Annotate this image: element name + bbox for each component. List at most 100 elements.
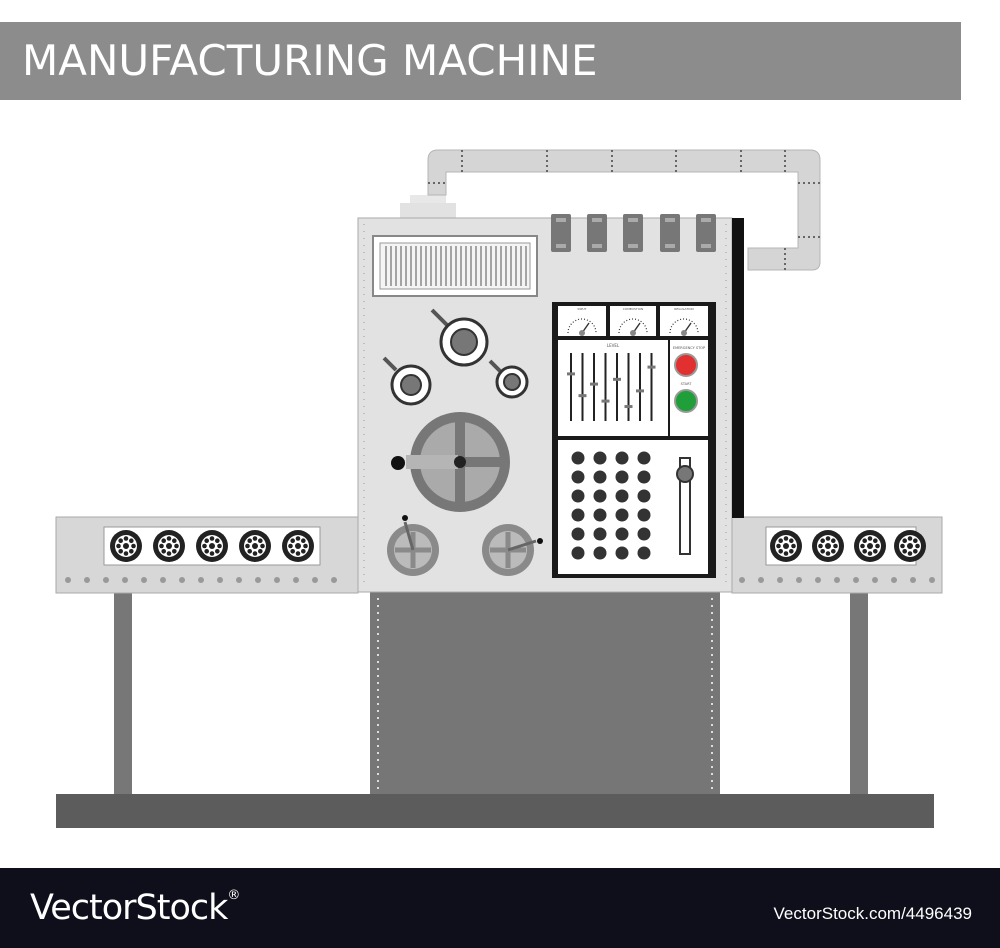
keypad-button — [571, 546, 585, 560]
keypad-button — [615, 527, 629, 541]
rivet — [84, 577, 90, 583]
keypad-button — [637, 546, 651, 560]
footer-bar — [0, 868, 1000, 948]
right-conveyor — [731, 516, 943, 594]
footer-brand-name: VectorStock — [30, 888, 228, 928]
keypad-buttons — [571, 451, 651, 560]
left-conveyor — [55, 516, 359, 594]
control-wheel — [391, 412, 510, 512]
gear-icon — [854, 530, 886, 562]
keypad-button — [615, 508, 629, 522]
gauge-scale — [669, 318, 699, 334]
keypad-button — [571, 527, 585, 541]
gauge-combustion-label: COMBUSTION — [623, 307, 644, 311]
level-sliders — [567, 353, 656, 421]
vertical-slider-track — [679, 457, 691, 555]
rivet — [103, 577, 109, 583]
keypad-button — [615, 470, 629, 484]
small-wheel-right — [482, 524, 543, 576]
keypad-button — [593, 470, 607, 484]
level-label: LEVEL — [607, 343, 620, 348]
gauge-input-label: INPUT — [578, 307, 587, 311]
keypad-button — [615, 546, 629, 560]
keypad-button — [571, 470, 585, 484]
gear-icon — [196, 530, 228, 562]
connector-block — [551, 214, 571, 252]
rivet — [891, 577, 897, 583]
dial-left — [382, 356, 432, 406]
slider-handle — [624, 405, 633, 409]
rivet — [758, 577, 764, 583]
rivet — [331, 577, 337, 583]
keypad-button — [593, 508, 607, 522]
base-platform — [56, 794, 934, 828]
slider-handle — [578, 394, 587, 398]
gauge-hub — [579, 330, 585, 336]
slider-handle — [590, 382, 598, 386]
machine-pedestal — [370, 592, 720, 794]
gear-icon — [282, 530, 314, 562]
keypad-button — [615, 451, 629, 465]
rivet — [65, 577, 71, 583]
rivet — [739, 577, 745, 583]
footer-brand: VectorStock® — [30, 888, 240, 928]
rivet — [255, 577, 261, 583]
rivet — [274, 577, 280, 583]
right-conveyor-leg — [850, 592, 868, 794]
footer-reg-mark: ® — [227, 888, 240, 903]
left-conveyor-leg — [114, 592, 132, 794]
rivet — [293, 577, 299, 583]
keypad-button — [593, 527, 607, 541]
rivet — [872, 577, 878, 583]
rivet — [179, 577, 185, 583]
small-wheel-left — [387, 515, 439, 576]
start-button — [674, 389, 698, 413]
footer-image-id: VectorStock.com/4496439 — [773, 904, 972, 923]
rivet — [312, 577, 318, 583]
connector-block — [587, 214, 607, 252]
rivet — [122, 577, 128, 583]
page-title: MANUFACTURING MACHINE — [22, 36, 598, 85]
keypad-button — [637, 508, 651, 522]
keypad-button — [571, 508, 585, 522]
gear-icon — [153, 530, 185, 562]
slider-handle — [636, 389, 644, 393]
emergency-stop-button — [674, 353, 698, 377]
rivet — [929, 577, 935, 583]
level-section — [558, 340, 668, 436]
connector-block — [696, 214, 716, 252]
slider-handle — [601, 399, 610, 403]
dial-large — [430, 308, 489, 367]
keypad-button — [571, 451, 585, 465]
emergency-stop-label: EMERGENCY STOP — [673, 346, 705, 350]
gauge-regulation-label: REGULATION — [674, 307, 693, 311]
slider-handle — [567, 372, 575, 376]
rivet — [198, 577, 204, 583]
rivet — [217, 577, 223, 583]
keypad-button — [637, 451, 651, 465]
keypad-button — [593, 546, 607, 560]
slider-handle — [647, 365, 656, 369]
vertical-slider-knob — [676, 465, 694, 483]
keypad-button — [571, 489, 585, 503]
gear-icon — [239, 530, 271, 562]
keypad-button — [593, 489, 607, 503]
air-vent — [372, 235, 538, 297]
keypad-button — [637, 470, 651, 484]
keypad-button — [593, 451, 607, 465]
gear-icon — [110, 530, 142, 562]
rivet — [834, 577, 840, 583]
gauge-scale — [618, 318, 648, 334]
side-strip — [732, 218, 744, 518]
gauge-hub — [681, 330, 687, 336]
gear-icon — [812, 530, 844, 562]
gauge-hub — [630, 330, 636, 336]
keypad-button — [615, 489, 629, 503]
keypad-button — [637, 527, 651, 541]
dial-right — [488, 359, 529, 399]
connector-block — [623, 214, 643, 252]
rivet — [236, 577, 242, 583]
rivet — [160, 577, 166, 583]
gear-icon — [770, 530, 802, 562]
keypad-button — [637, 489, 651, 503]
